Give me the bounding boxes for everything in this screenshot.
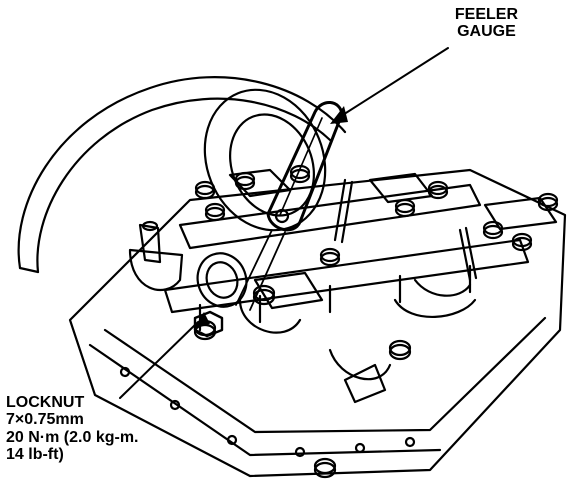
locknut-label-line-2: 7×0.75mm [6, 411, 84, 429]
locknut-label-line-3: 20 N·m (2.0 kg-m. [6, 428, 139, 446]
holder-bolts [193, 164, 559, 479]
locknut-label-line-4: 14 lb-ft) [6, 445, 64, 463]
timing-cover [17, 76, 347, 270]
feeler-label-line-2: GAUGE [457, 23, 516, 41]
locknut-leader [119, 321, 199, 399]
valve-adjuster-right [343, 363, 387, 404]
locknut [193, 310, 224, 338]
locknut-label-line-1: LOCKNUT [6, 394, 85, 411]
rocker-pad [196, 252, 248, 308]
feeler-label-line-1: FEELER [454, 6, 518, 23]
locknut-arrowhead [194, 312, 210, 328]
locknut-label: LOCKNUT 7×0.75mm 20 N·m (2.0 kg-m. 14 lb… [6, 394, 138, 463]
feeler-arrowhead [330, 106, 348, 124]
feeler-gauge-label: FEELER GAUGE [455, 6, 518, 41]
feeler-leader [337, 47, 449, 119]
camshaft-pulley [203, 88, 327, 232]
